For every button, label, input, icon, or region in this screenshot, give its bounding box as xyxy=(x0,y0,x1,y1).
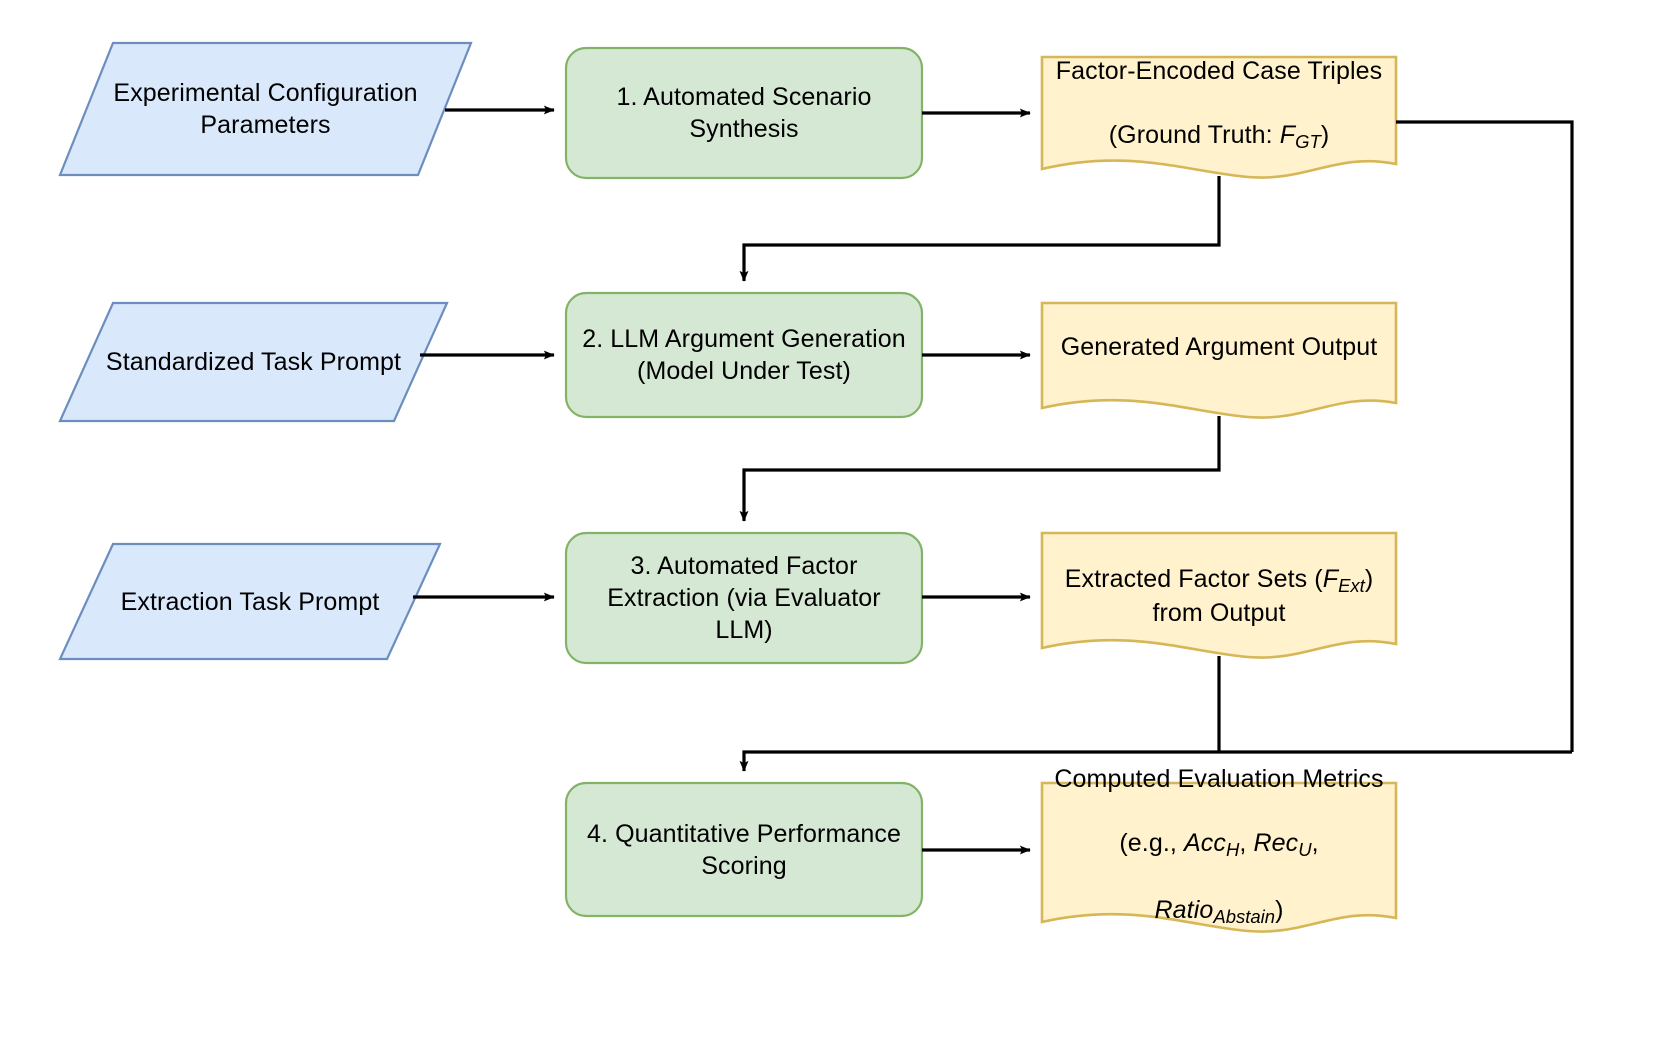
node-experimental-configuration-parameters-shape xyxy=(58,41,473,177)
node-factor-encoded-case-triples-shape xyxy=(1040,55,1398,179)
node-computed-evaluation-metrics-shape xyxy=(1040,781,1398,933)
node-automated-factor-extraction-shape xyxy=(564,531,924,665)
node-quantitative-performance-scoring-shape xyxy=(564,781,924,918)
edge-scoring-join-to-scoring xyxy=(739,750,1572,772)
node-automated-scenario-synthesis-shape xyxy=(564,46,924,180)
edge-output-to-extraction xyxy=(739,416,1221,522)
node-generated-argument-output-shape xyxy=(1040,301,1398,419)
node-extracted-factor-sets-shape xyxy=(1040,531,1398,659)
node-extraction-task-prompt-shape xyxy=(58,542,442,661)
node-standardized-task-prompt-shape xyxy=(58,301,449,423)
node-llm-argument-generation-shape xyxy=(564,291,924,419)
edge-triples-to-generation xyxy=(739,176,1221,282)
edge-triples-to-scoring-feedback xyxy=(1396,120,1574,752)
